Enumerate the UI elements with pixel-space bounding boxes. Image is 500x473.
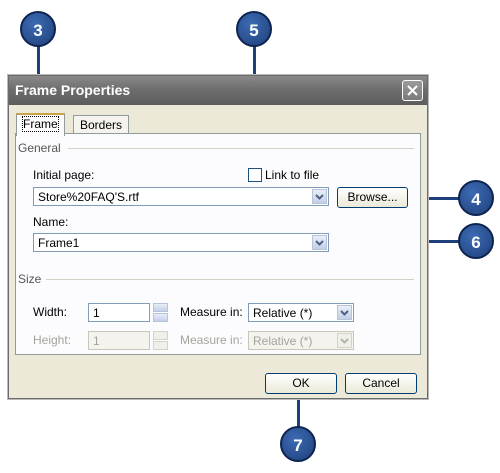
width-measure-dropdown-button[interactable] [337, 305, 352, 320]
callout-3: 3 [20, 11, 56, 47]
tab-borders-label: Borders [80, 118, 123, 132]
height-label: Height: [33, 333, 72, 347]
callout-7: 7 [280, 426, 316, 462]
tab-borders[interactable]: Borders [73, 115, 130, 134]
name-dropdown-button[interactable] [312, 235, 327, 250]
cancel-button[interactable]: Cancel [345, 373, 417, 394]
name-label: Name: [33, 215, 69, 229]
initial-page-label: Initial page: [33, 168, 95, 182]
width-measure-value: Relative (*) [253, 306, 313, 320]
tab-frame-label: Frame [22, 116, 59, 132]
spin-up-icon [153, 331, 168, 340]
height-spinner [153, 331, 168, 350]
tab-frame[interactable]: Frame [16, 113, 65, 136]
chevron-down-icon [315, 194, 324, 200]
size-group-label: Size [18, 272, 42, 286]
link-to-file-label: Link to file [265, 168, 320, 182]
spin-up-icon[interactable] [153, 303, 168, 312]
width-measure-select[interactable]: Relative (*) [248, 303, 354, 322]
browse-button-label: Browse... [347, 190, 398, 204]
height-measure-value: Relative (*) [253, 334, 313, 348]
callout-4: 4 [458, 180, 494, 216]
height-input: 1 [88, 331, 150, 350]
name-combo[interactable]: Frame1 [33, 233, 329, 252]
height-measure-dropdown-button [337, 333, 352, 348]
initial-page-value: Store%20FAQ'S.rtf [38, 190, 139, 204]
close-icon [407, 85, 418, 96]
width-label: Width: [33, 305, 68, 319]
title-bar: Frame Properties [9, 76, 427, 105]
close-button[interactable] [402, 80, 423, 101]
ok-button[interactable]: OK [265, 373, 337, 394]
callout-4-line [402, 197, 462, 200]
size-divider [46, 279, 414, 280]
chevron-down-icon [340, 338, 349, 344]
chevron-down-icon [315, 240, 324, 246]
height-measure-select: Relative (*) [248, 331, 354, 350]
initial-page-combo[interactable]: Store%20FAQ'S.rtf [33, 187, 329, 206]
spin-down-icon[interactable] [153, 313, 168, 322]
tab-panel: General Initial page: Link to file Store… [15, 133, 421, 355]
chevron-down-icon [340, 310, 349, 316]
link-to-file-checkbox[interactable] [248, 168, 262, 182]
width-spinner[interactable] [153, 303, 168, 322]
frame-properties-dialog: Frame Properties Frame Borders General I… [8, 75, 428, 399]
callout-6: 6 [458, 223, 494, 259]
general-group-label: General [18, 141, 61, 155]
callout-7-line [297, 390, 300, 428]
browse-button[interactable]: Browse... [337, 187, 408, 208]
cancel-button-label: Cancel [362, 376, 400, 390]
dialog-title: Frame Properties [15, 82, 131, 98]
width-value: 1 [93, 306, 100, 320]
general-divider [68, 148, 414, 149]
ok-button-label: OK [292, 376, 310, 390]
initial-page-dropdown-button[interactable] [312, 189, 327, 204]
width-measure-label: Measure in: [180, 305, 243, 319]
spin-down-icon [153, 341, 168, 350]
height-value: 1 [93, 334, 100, 348]
width-input[interactable]: 1 [88, 303, 150, 322]
name-value: Frame1 [38, 236, 80, 250]
callout-5: 5 [236, 11, 272, 47]
height-measure-label: Measure in: [180, 333, 243, 347]
